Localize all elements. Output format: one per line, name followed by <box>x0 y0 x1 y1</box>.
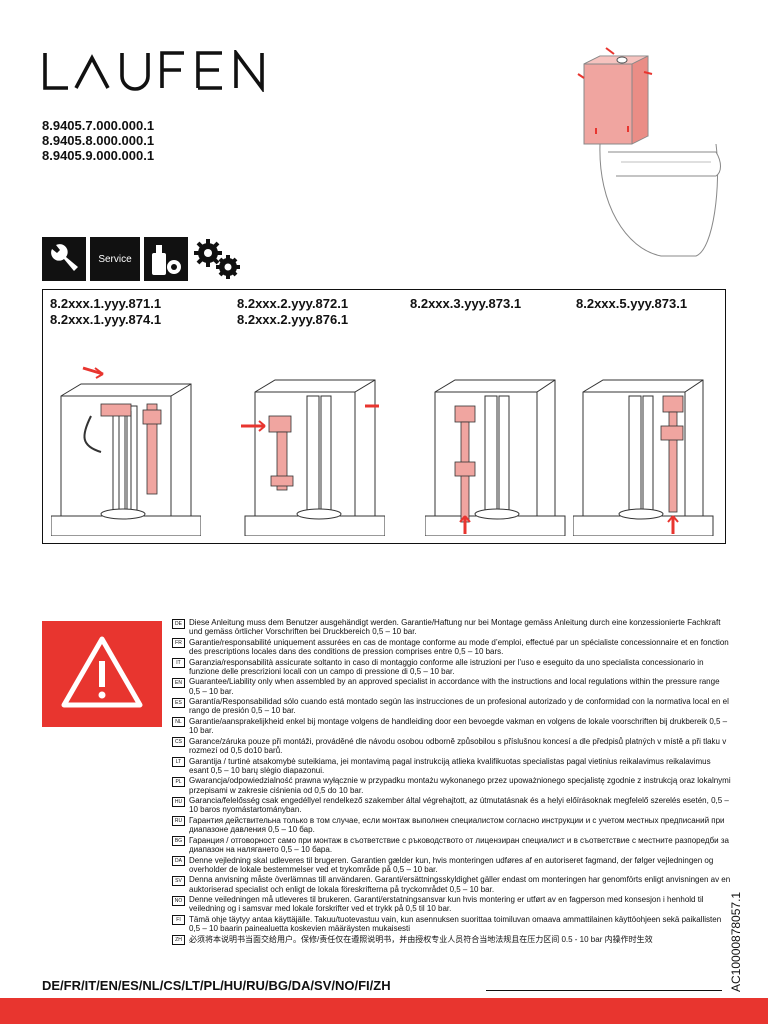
cistern-illustration <box>51 366 201 536</box>
variant-code: 8.2xxx.2.yyy.876.1 <box>237 312 349 327</box>
cistern-illustration <box>573 379 714 536</box>
variants-panel: 8.2xxx.1.yyy.871.1 8.2xxx.1.yyy.874.1 8.… <box>42 289 726 544</box>
notice-es: ES Garantía/Responsabilidad sólo cuando e… <box>172 697 732 715</box>
notice-nl: NL Garantie/aansprakelijkheid enkel bij m… <box>172 717 732 735</box>
notice-text: Garantie/responsabilité uniquement assur… <box>189 637 729 656</box>
lang-code: DE <box>172 618 185 629</box>
laufen-logo <box>43 50 264 92</box>
notice-en: EN Guarantee/Liability only when assemble… <box>172 677 732 696</box>
document-number: AC10000878057.1 <box>729 892 743 992</box>
notice-lt: LT Garantija / turtinė atsakomybė suteiki… <box>172 757 732 775</box>
lang-code: EN <box>172 677 185 688</box>
variant-codes: 8.2xxx.3.yyy.873.1 <box>410 296 521 312</box>
lang-code: FI <box>172 915 185 926</box>
footer-red-bar <box>0 998 768 1024</box>
notice-text: Garantija / turtinė atsakomybė suteikiam… <box>189 756 711 775</box>
lang-code: LT <box>172 757 185 768</box>
notice-text: Diese Anleitung muss dem Benutzer ausgeh… <box>189 618 721 637</box>
notice-sv: SV Denna anvisning måste överlämnas till … <box>172 875 732 894</box>
lang-code: DA <box>172 856 185 867</box>
product-code: 8.9405.7.000.000.1 <box>42 118 155 133</box>
cistern-illustration <box>241 379 385 536</box>
notice-fr: FR Garantie/responsabilité uniquement ass… <box>172 638 732 656</box>
notice-ru: RU Гарантия действительна только в том сл… <box>172 816 732 834</box>
product-code: 8.9405.8.000.000.1 <box>42 133 155 148</box>
notice-de: DE Diese Anleitung muss dem Benutzer ausg… <box>172 618 732 636</box>
notice-text: Tämä ohje täytyy antaa käyttäjälle. Taku… <box>189 914 722 934</box>
icon-row: Service <box>42 237 244 281</box>
notice-text: Гарантия действительна только в том случ… <box>189 815 725 835</box>
lang-code: NL <box>172 717 185 728</box>
notice-text: Garancia/felelősség csak engedéllyel ren… <box>189 796 729 815</box>
lang-code: FR <box>172 638 185 649</box>
product-codes: 8.9405.7.000.000.1 8.9405.8.000.000.1 8.… <box>42 118 154 163</box>
lang-code: HU <box>172 796 185 807</box>
notice-pl: PL Gwarancja/odpowiedzialność prawna wyłą… <box>172 776 732 795</box>
notice-hu: HU Garancia/felelősség csak engedéllyel r… <box>172 796 732 814</box>
variant-codes: 8.2xxx.2.yyy.872.1 8.2xxx.2.yyy.876.1 <box>237 296 348 328</box>
variant-codes: 8.2xxx.5.yyy.873.1 <box>576 296 687 312</box>
lang-code: NO <box>172 895 185 906</box>
cistern-illustration <box>425 379 566 536</box>
toilet-illustration <box>577 47 721 257</box>
notice-text: Garance/záruka pouze při montáži, provád… <box>189 736 727 755</box>
variant-code: 8.2xxx.3.yyy.873.1 <box>410 296 522 311</box>
lang-code: ES <box>172 697 185 708</box>
service-badge: Service <box>90 237 140 281</box>
notice-no: NO Denne veiledningen må utleveres til br… <box>172 895 732 913</box>
notice-text: Garantie/aansprakelijkheid enkel bij mon… <box>189 716 728 736</box>
lang-code: RU <box>172 816 185 827</box>
lang-code: SV <box>172 875 185 886</box>
notice-text: Гаранция / отговорност само при монтаж в… <box>189 835 729 854</box>
underline-divider <box>486 990 722 991</box>
variant-code: 8.2xxx.1.yyy.871.1 <box>50 296 162 311</box>
variant-code: 8.2xxx.1.yyy.874.1 <box>50 312 162 327</box>
language-list: DE/FR/IT/EN/ES/NL/CS/LT/PL/HU/RU/BG/DA/S… <box>42 978 391 993</box>
lang-code: PL <box>172 776 185 787</box>
variant-code: 8.2xxx.2.yyy.872.1 <box>237 296 349 311</box>
notice-zh: ZH 必须将本说明书当面交给用户。保修/责任仅在遵照说明书，并由授权专业人员符合当… <box>172 935 732 946</box>
variant-codes: 8.2xxx.1.yyy.871.1 8.2xxx.1.yyy.874.1 <box>50 296 161 328</box>
notice-da: DA Denne vejledning skal udleveres til br… <box>172 856 732 874</box>
lang-code: IT <box>172 658 185 669</box>
variant-code: 8.2xxx.5.yyy.873.1 <box>576 296 688 311</box>
warning-triangle-icon <box>61 636 143 708</box>
notice-text: Garantía/Responsabilidad sólo cuando est… <box>189 697 729 716</box>
gears-icon <box>192 237 244 281</box>
notice-text: Denne vejledning skal udleveres til brug… <box>189 855 714 874</box>
lang-code: BG <box>172 836 185 847</box>
notice-bg: BG Гаранция / отговорност само при монтаж… <box>172 836 732 854</box>
wrench-icon <box>42 237 86 281</box>
document-number-text: AC10000878057.1 <box>729 892 743 992</box>
notice-text: Denne veiledningen må utleveres til bruk… <box>189 895 704 914</box>
notice-cs: CS Garance/záruka pouze při montáži, prov… <box>172 737 732 755</box>
notice-text: Gwarancja/odpowiedzialność prawna wyłącz… <box>189 776 731 795</box>
notice-text: Garanzia/responsabilità assicurate solta… <box>189 657 704 676</box>
lang-code: CS <box>172 737 185 748</box>
product-code: 8.9405.9.000.000.1 <box>42 148 155 163</box>
notice-text: 必须将本说明书当面交给用户。保修/责任仅在遵照说明书，并由授权专业人员符合当地法… <box>189 934 653 944</box>
cleaning-bottle-icon <box>144 237 188 281</box>
notice-it: IT Garanzia/responsabilità assicurate sol… <box>172 658 732 676</box>
warning-box <box>42 621 162 727</box>
lang-code: ZH <box>172 935 185 946</box>
notice-text: Guarantee/Liability only when assembled … <box>189 677 720 696</box>
notice-fi: FI Tämä ohje täytyy antaa käyttäjälle. Ta… <box>172 915 732 933</box>
warranty-notices: DE Diese Anleitung muss dem Benutzer ausg… <box>172 618 732 947</box>
notice-text: Denna anvisning måste överlämnas till an… <box>189 875 731 894</box>
